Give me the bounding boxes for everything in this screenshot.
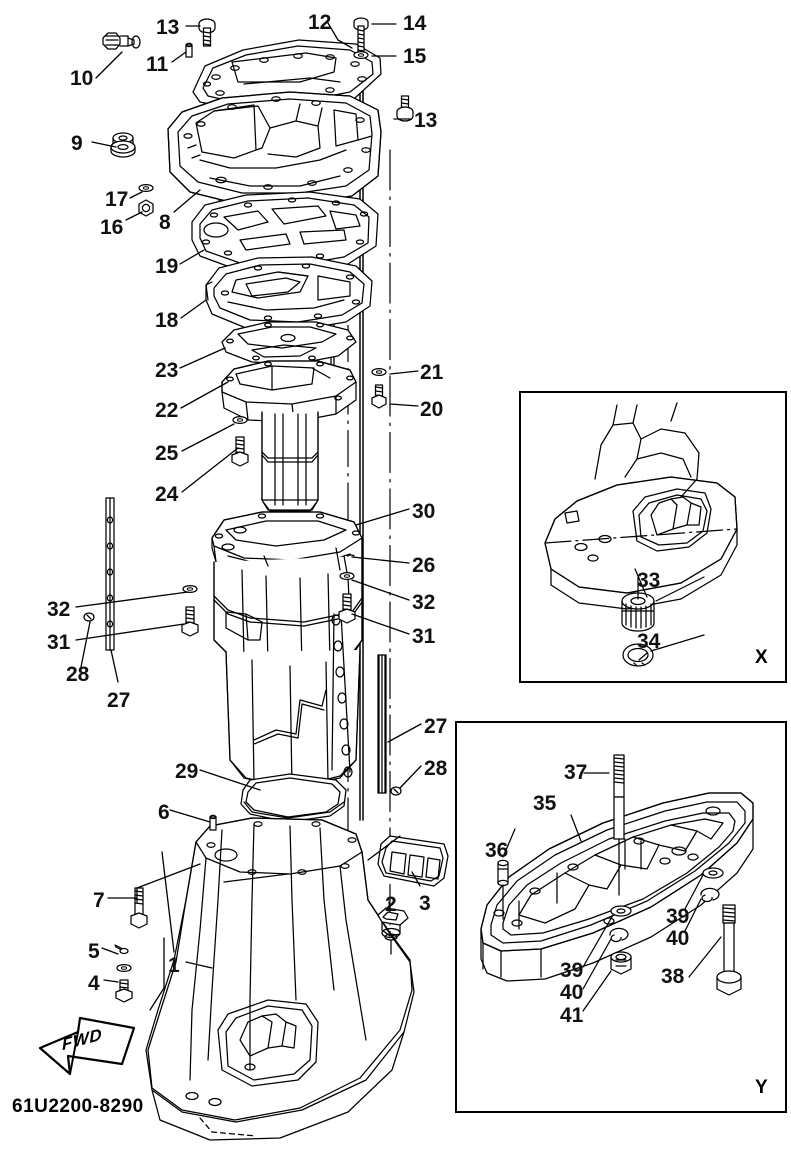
inset-x-callout-part-34: 34: [637, 630, 661, 653]
inset-y-letter: Y: [755, 1077, 768, 1098]
callout-part-14: 14: [403, 12, 427, 35]
inset-x-artwork: [544, 402, 738, 667]
callout-part-19: 19: [155, 255, 179, 278]
callout-part-24: 24: [155, 483, 179, 506]
callout-part-32: 32: [412, 591, 436, 614]
callout-part-12: 12: [308, 11, 332, 34]
callout-part-15: 15: [403, 45, 427, 68]
callout-part-17: 17: [105, 188, 129, 211]
callout-part-25: 25: [155, 442, 179, 465]
callout-part-20: 20: [420, 398, 444, 421]
callout-part-26: 26: [412, 554, 436, 577]
callout-part-13: 13: [156, 16, 180, 39]
callout-part-27: 27: [424, 715, 448, 738]
callout-part-13: 13: [414, 109, 438, 132]
inset-y-callout-part-38: 38: [661, 965, 685, 988]
callout-part-2: 2: [385, 893, 397, 916]
callout-part-11: 11: [146, 53, 169, 76]
inset-x-letter: X: [755, 647, 768, 668]
callout-part-4: 4: [88, 972, 100, 995]
inset-y-callout-part-36: 36: [485, 839, 509, 862]
callout-part-30: 30: [412, 500, 436, 523]
callout-part-7: 7: [93, 889, 105, 912]
callout-part-23: 23: [155, 359, 179, 382]
inset-x-callout-part-33: 33: [637, 569, 661, 592]
callout-part-28: 28: [424, 757, 448, 780]
callout-part-10: 10: [70, 67, 94, 90]
callout-part-21: 21: [420, 361, 444, 384]
callout-part-5: 5: [88, 940, 100, 963]
callout-part-22: 22: [155, 399, 179, 422]
callout-part-8: 8: [159, 211, 171, 234]
callout-part-28: 28: [66, 663, 90, 686]
inset-y-artwork: [480, 754, 754, 1012]
inset-y-callout-part-37: 37: [564, 761, 588, 784]
callout-part-31: 31: [47, 631, 71, 654]
inset-y-callout-part-41: 41: [560, 1004, 584, 1027]
inset-y-callout-part-35: 35: [533, 792, 557, 815]
callout-part-16: 16: [100, 216, 124, 239]
inset-y-callout-part-40: 40: [666, 927, 690, 950]
callout-part-1: 1: [168, 954, 180, 977]
callout-part-18: 18: [155, 309, 179, 332]
inset-y-callout-part-39: 39: [666, 905, 690, 928]
callout-part-31: 31: [412, 625, 436, 648]
inset-y-callout-part-40: 40: [560, 981, 584, 1004]
inset-y-callout-part-39: 39: [560, 959, 584, 982]
callout-part-29: 29: [175, 760, 199, 783]
callout-part-3: 3: [419, 892, 431, 915]
callout-part-9: 9: [71, 132, 83, 155]
callout-part-27: 27: [107, 689, 131, 712]
fwd-direction-arrow-icon: [38, 1016, 136, 1076]
callout-part-6: 6: [158, 801, 170, 824]
callout-part-32: 32: [47, 598, 71, 621]
diagram-reference-number: 61U2200-8290: [12, 1096, 144, 1117]
